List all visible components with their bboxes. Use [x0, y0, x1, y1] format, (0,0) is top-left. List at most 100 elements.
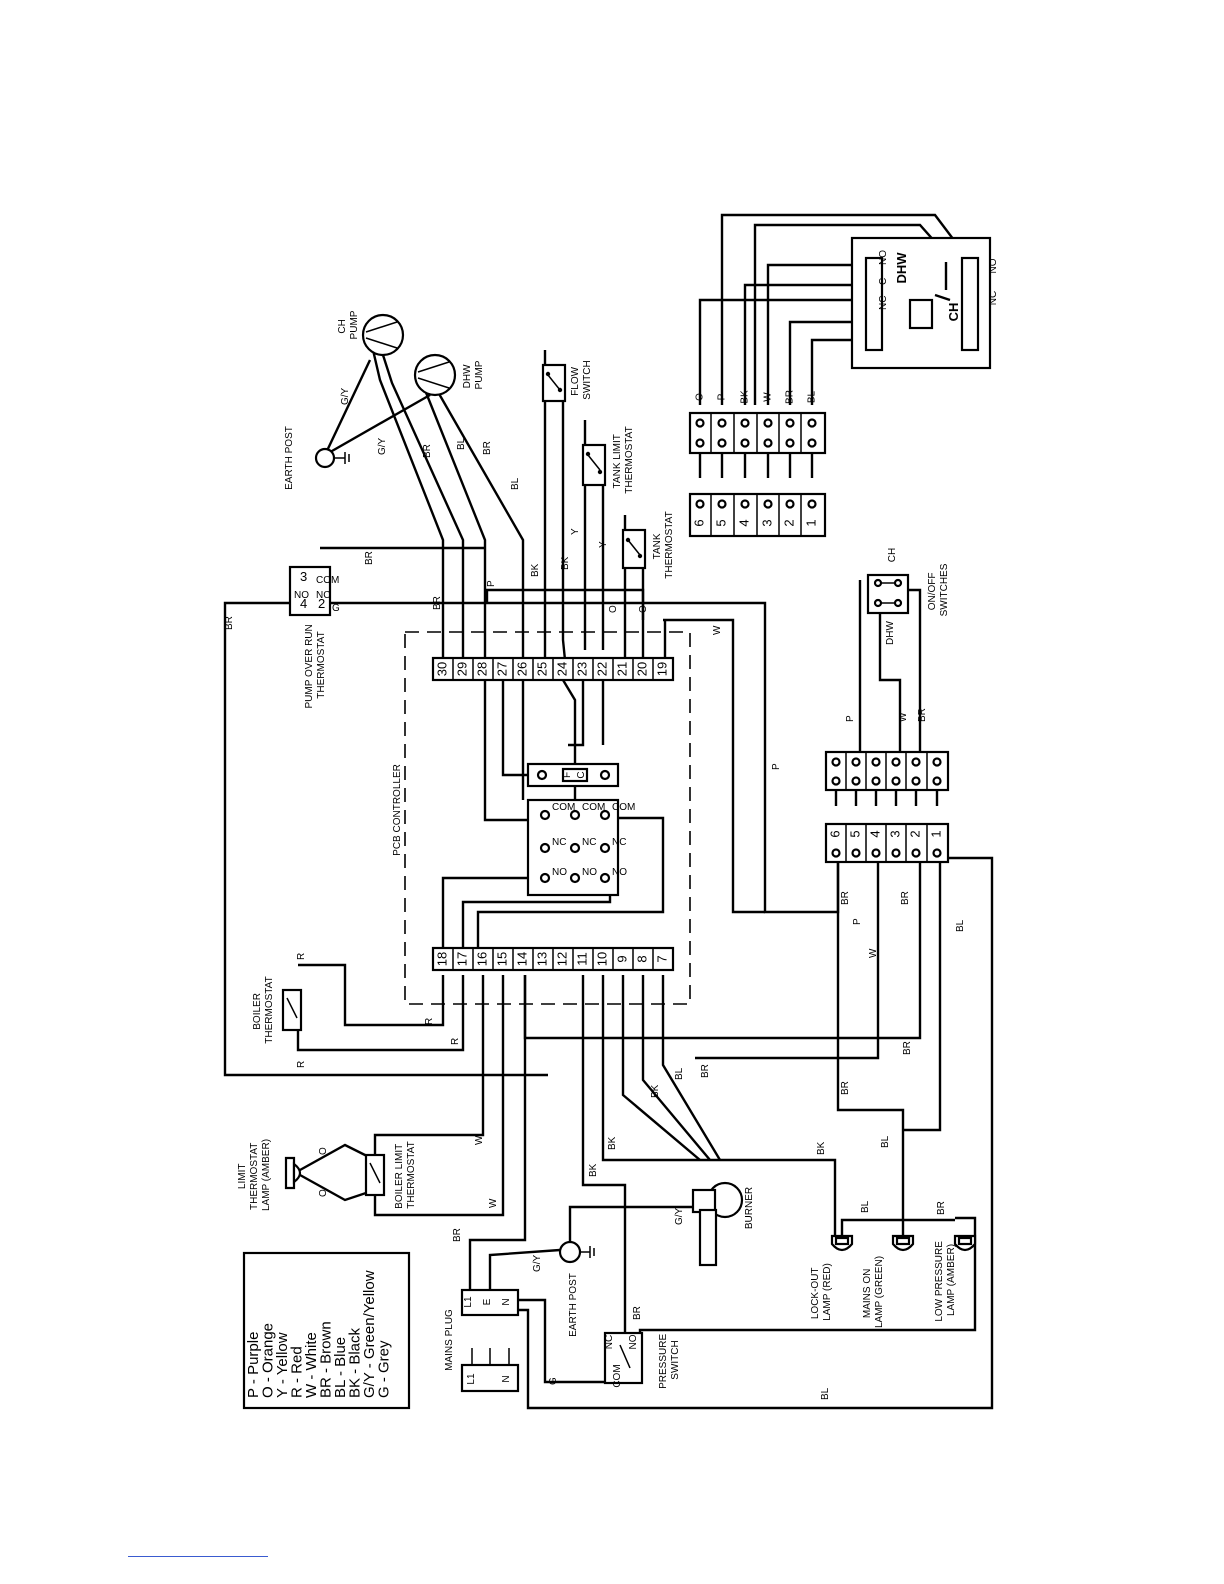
socket-pin — [911, 848, 921, 858]
svg-text:CH: CH — [887, 548, 898, 562]
svg-text:R: R — [296, 953, 307, 960]
svg-text:G/Y: G/Y — [532, 1254, 543, 1272]
plug-pin — [891, 776, 901, 786]
svg-text:N: N — [501, 1375, 512, 1382]
svg-text:BR: BR — [432, 596, 443, 610]
svg-text:CH: CH — [946, 303, 961, 322]
legend-entry: P - Purple — [245, 1332, 262, 1398]
legend-entry: O - Orange — [260, 1323, 277, 1398]
legend-entry: BL - Blue — [332, 1337, 349, 1398]
socket-pin — [891, 848, 901, 858]
svg-text:W: W — [488, 1198, 499, 1208]
plug-pin — [807, 418, 817, 428]
upper-connector-plug — [688, 411, 827, 478]
ch-pump-label: CH PUMP — [337, 310, 360, 339]
svg-text:C: C — [576, 771, 587, 778]
legend-entry: W - White — [303, 1332, 320, 1398]
relay-block: COM COM COM NC NC NC NO NO NO — [526, 798, 635, 897]
svg-text:NC: NC — [604, 1335, 615, 1349]
socket-pin — [785, 499, 795, 509]
connector-number: 3 — [887, 830, 902, 837]
wire-label: O — [695, 393, 706, 401]
plug-pin — [763, 418, 773, 428]
plug-pin — [871, 757, 881, 767]
connector-number: 5 — [713, 519, 728, 526]
burner-label: BURNER — [744, 1187, 755, 1229]
connector-number: 2 — [781, 519, 796, 526]
socket-pin — [763, 499, 773, 509]
socket-pin — [717, 499, 727, 509]
svg-text:NO: NO — [552, 867, 567, 878]
legend-entry: G/Y - Green/Yellow — [361, 1270, 378, 1398]
svg-text:NC: NC — [612, 837, 626, 848]
svg-text:W: W — [898, 712, 909, 722]
plug-pin — [740, 438, 750, 448]
terminal-9: 9 — [614, 955, 629, 962]
svg-text:COM: COM — [552, 802, 575, 813]
svg-text:BK: BK — [607, 1136, 618, 1150]
lockout-lamp-label: LOCK-OUT LAMP (RED) — [810, 1263, 833, 1321]
socket-pin — [851, 848, 861, 858]
svg-text:NC: NC — [988, 291, 999, 305]
connector-number: 4 — [867, 830, 882, 837]
plug-pin — [695, 418, 705, 428]
terminal-15: 15 — [494, 952, 509, 966]
dhw-pump-label: DHW PUMP — [462, 360, 485, 389]
low-pressure-lamp: LOW PRESSURE LAMP (AMBER) — [934, 1234, 977, 1322]
terminal-30: 30 — [434, 662, 449, 676]
svg-text:N: N — [501, 1298, 512, 1305]
svg-text:NO: NO — [582, 867, 597, 878]
terminal-7: 7 — [654, 955, 669, 962]
svg-text:NC: NC — [878, 296, 889, 310]
boiler-thermostat-label: BOILER THERMOSTAT — [252, 976, 275, 1043]
socket-pin — [807, 499, 817, 509]
svg-text:BL: BL — [510, 477, 521, 490]
svg-text:C: C — [878, 278, 889, 285]
svg-text:BL: BL — [880, 1135, 891, 1148]
earth-post-bottom: EARTH POST — [558, 1240, 595, 1337]
connector-number: 6 — [691, 519, 706, 526]
svg-text:F: F — [562, 772, 573, 778]
mains-plug-label: MAINS PLUG — [444, 1309, 455, 1371]
pressure-switch-label: PRESSURE SWITCH — [658, 1331, 681, 1389]
svg-text:BR: BR — [900, 891, 911, 905]
svg-text:O: O — [318, 1189, 329, 1197]
plug-pin — [891, 757, 901, 767]
svg-text:BL: BL — [955, 919, 966, 932]
socket-pin — [740, 499, 750, 509]
wire-label: BR — [785, 390, 796, 404]
svg-text:COM: COM — [612, 802, 635, 813]
svg-text:G/Y: G/Y — [340, 387, 351, 405]
boiler-limit-thermostat: BOILER LIMIT THERMOSTAT — [364, 1141, 417, 1209]
limit-thermostat-lamp: LIMIT THERMOSTAT LAMP (AMBER) — [237, 1139, 302, 1211]
svg-text:BL: BL — [860, 1200, 871, 1213]
terminal-29: 29 — [454, 662, 469, 676]
terminal-14: 14 — [514, 952, 529, 966]
svg-text:O: O — [608, 605, 619, 613]
terminal-20: 20 — [634, 662, 649, 676]
fuse: F C — [526, 762, 620, 788]
tank-thermostat-label: TANK THERMOSTAT — [652, 511, 675, 578]
socket-pin — [695, 499, 705, 509]
tank-thermostat: TANK THERMOSTAT — [621, 511, 675, 579]
svg-text:3: 3 — [300, 569, 307, 584]
plug-pin — [763, 438, 773, 448]
legend-entry: G - Grey — [376, 1340, 393, 1398]
svg-text:BL: BL — [456, 437, 467, 450]
terminal-21: 21 — [614, 662, 629, 676]
plug-pin — [717, 438, 727, 448]
wire-label: BL — [807, 390, 818, 403]
svg-text:P: P — [845, 715, 856, 722]
svg-text:E: E — [482, 1298, 493, 1305]
terminal-10: 10 — [594, 952, 609, 966]
svg-text:R: R — [424, 1018, 435, 1025]
legend-entry: R - Red — [289, 1346, 306, 1398]
plug-pin — [831, 776, 841, 786]
plug-pin — [717, 418, 727, 428]
flow-switch: FLOW SWITCH — [541, 360, 593, 403]
pcb-controller-outline — [404, 631, 691, 1005]
wires — [223, 213, 994, 1410]
terminal-24: 24 — [554, 662, 569, 676]
